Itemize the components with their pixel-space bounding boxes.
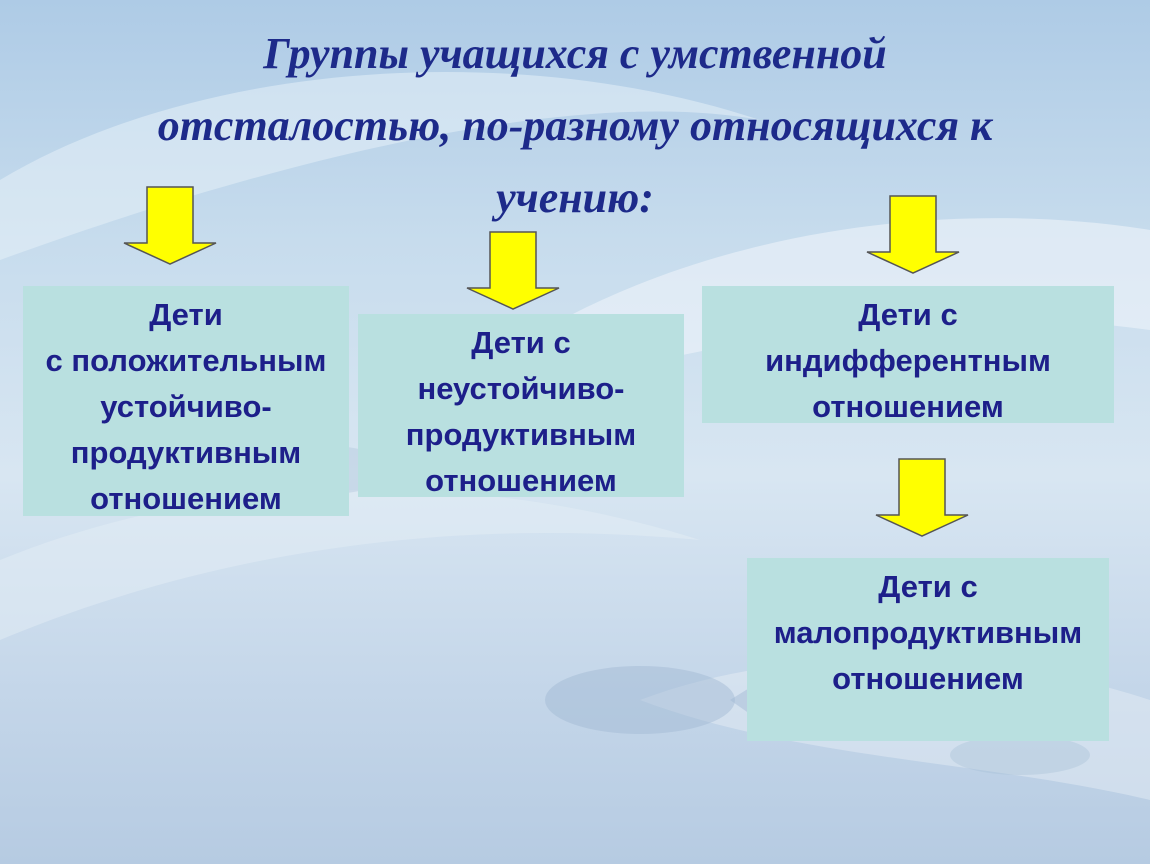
slide-title: Группы учащихся с умственной отсталостью… — [40, 18, 1110, 234]
box-line: отношением — [90, 481, 282, 516]
title-line-2: отсталостью, по-разному относящихся к — [157, 101, 993, 150]
arrow-down-icon — [875, 458, 969, 537]
arrow-down-icon — [466, 231, 560, 310]
box-line: с положительным — [45, 343, 327, 378]
group-box-unstable: Дети с неустойчиво- продуктивным отношен… — [358, 314, 684, 498]
fish-shape — [545, 666, 735, 734]
box-line: малопродуктивным — [773, 615, 1083, 650]
box-line: Дети с — [471, 325, 571, 360]
box-line: устойчиво- — [100, 389, 272, 424]
box-line: Дети с — [858, 297, 958, 332]
title-line-1: Группы учащихся с умственной — [263, 29, 887, 78]
box-line: Дети — [149, 297, 223, 332]
group-box-low-productive: Дети с малопродуктивным отношением — [747, 558, 1109, 741]
box-line: продуктивным — [70, 435, 302, 470]
box-line: неустойчиво- — [417, 371, 625, 406]
group-box-indifferent: Дети с индифферентным отношением — [702, 286, 1114, 424]
box-line: отношением — [812, 389, 1004, 424]
box-line: индифферентным — [765, 343, 1051, 378]
box-line: отношением — [425, 463, 617, 498]
box-line: Дети с — [878, 569, 978, 604]
group-box-positive: Дети с положительным устойчиво- продукти… — [23, 286, 349, 516]
box-line: продуктивным — [405, 417, 637, 452]
fish-shape — [950, 735, 1090, 775]
title-line-3: учению: — [496, 173, 654, 222]
box-line: отношением — [832, 661, 1024, 696]
arrow-down-icon — [866, 195, 960, 274]
arrow-down-icon — [123, 186, 217, 265]
